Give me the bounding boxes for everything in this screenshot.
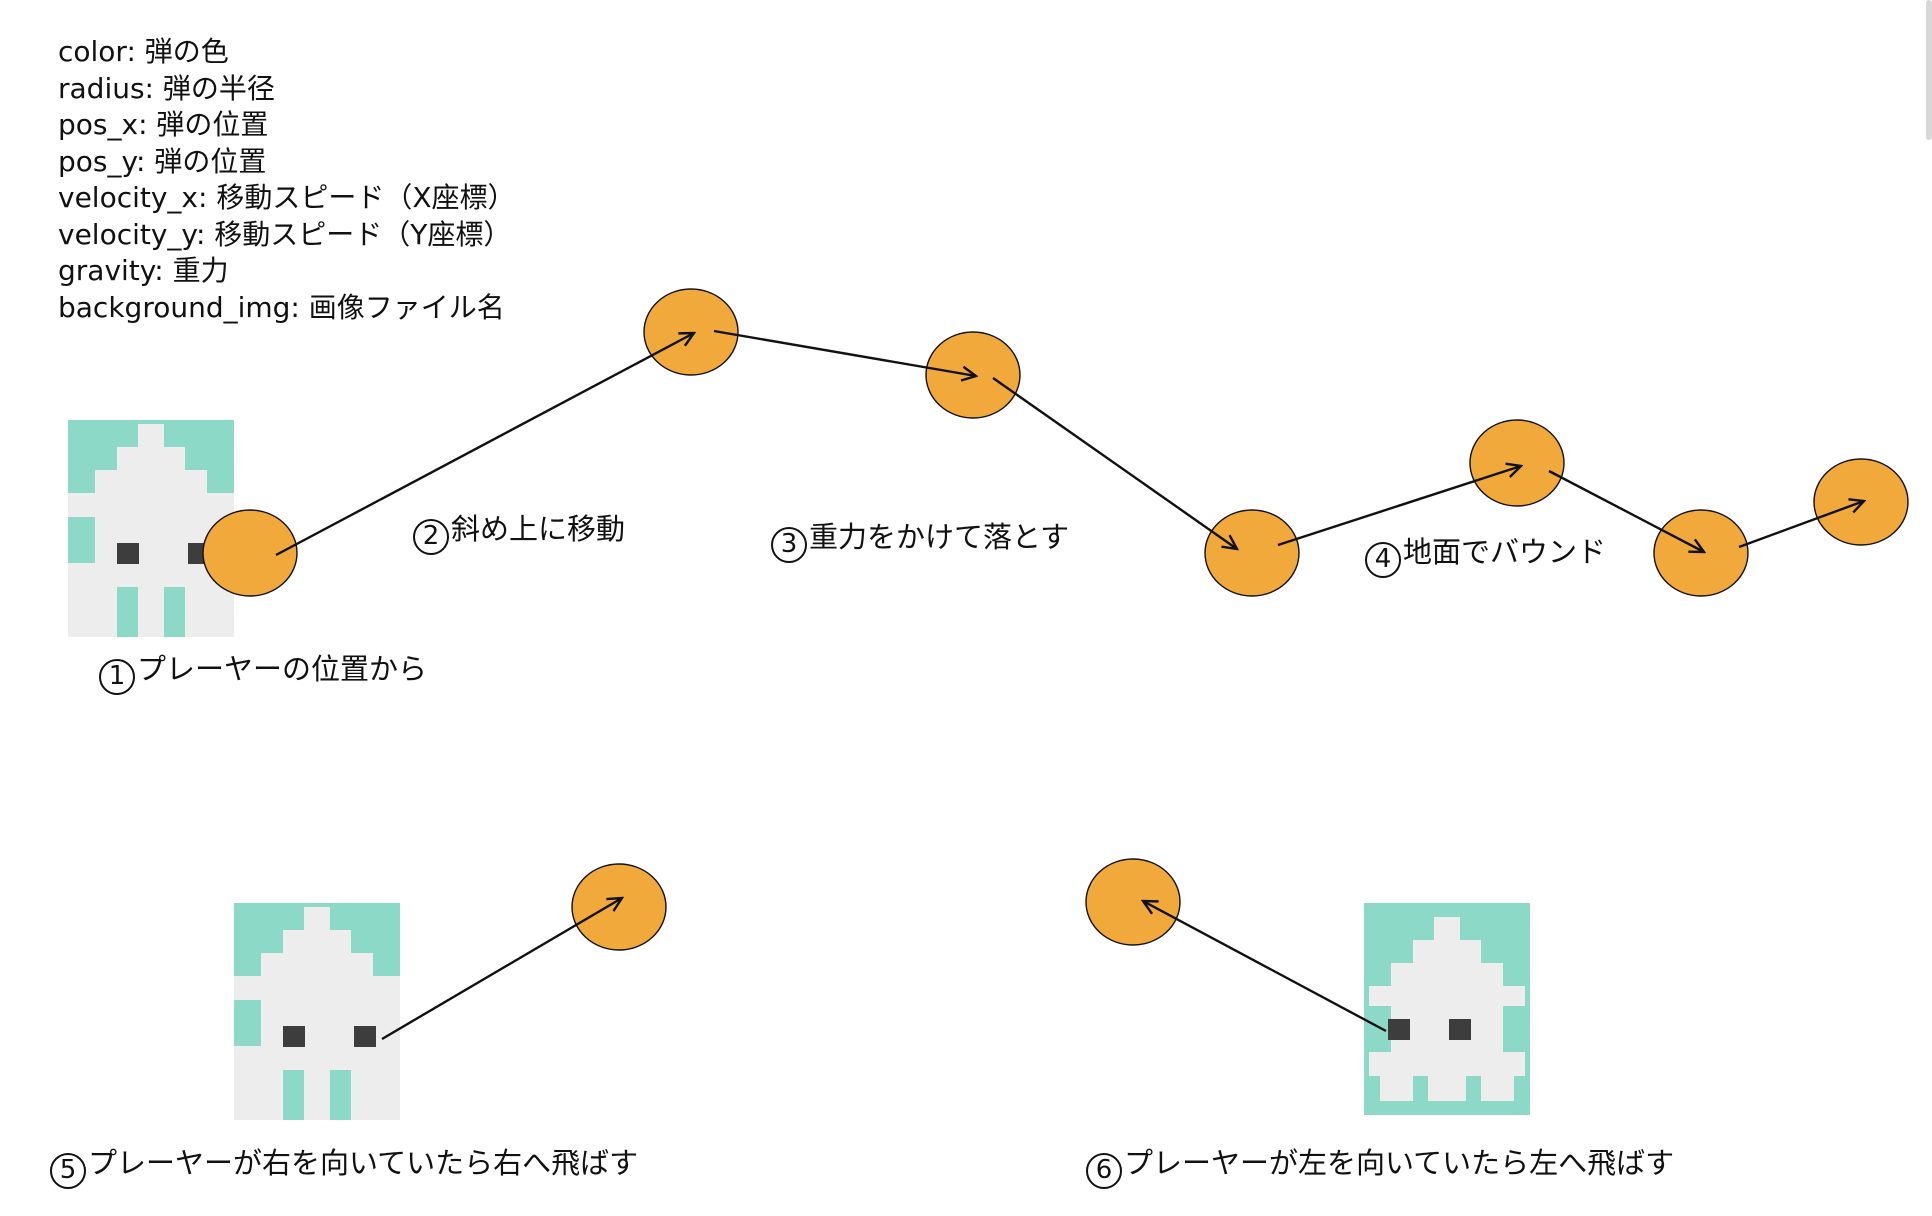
property-pos-y: pos_y: 弾の位置 [58,144,267,178]
property-color: color: 弾の色 [58,35,229,68]
step-number: 6 [1086,1153,1122,1189]
arrow [1738,501,1864,549]
bullet-circle [1653,509,1749,597]
player-sprite-5 [234,903,400,1120]
bullet-circle [1204,509,1300,597]
step-text: プレーヤーが右を向いていたら右へ飛ばす [88,1146,639,1180]
arrow [1277,466,1521,547]
arrow [381,898,622,1041]
property-velocity-x: velocity_x: 移動スピード（X座標） [58,181,516,214]
scrollbar[interactable] [1926,0,1932,140]
arrow [992,377,1237,549]
step-text: プレーヤーが左を向いていたら左へ飛ばす [1124,1146,1675,1180]
arrow [275,333,694,557]
step-number: 3 [771,527,807,563]
property-gravity: gravity: 重力 [58,254,229,287]
step-number: 5 [50,1153,86,1189]
property-list: color: 弾の色 radius: 弾の半径 pos_x: 弾の位置 pos_… [58,34,516,326]
property-radius: radius: 弾の半径 [58,71,275,105]
bullet-circle [571,863,667,951]
step-text: 重力をかけて落とす [809,520,1070,554]
arrow [1143,901,1387,1033]
bullet-circle [1469,419,1565,507]
step-number: 2 [413,519,449,555]
step-number: 1 [99,659,135,695]
step-text: 地面でバウンド [1403,535,1607,569]
property-pos-x: pos_x: 弾の位置 [58,108,269,141]
step-text: 斜め上に移動 [451,512,626,546]
arrow [1548,469,1704,552]
step-number: 4 [1365,542,1401,578]
player-sprite-1 [68,420,234,637]
arrow [713,329,976,376]
property-velocity-y: velocity_y: 移動スピード（Y座標） [58,217,512,251]
bullet-circle [202,509,298,597]
bullet-circle [1085,858,1181,946]
property-background-img: background_img: 画像ファイル名 [58,290,505,324]
step-text: プレーヤーの位置から [137,652,428,686]
player-sprite-6 [1364,903,1530,1115]
